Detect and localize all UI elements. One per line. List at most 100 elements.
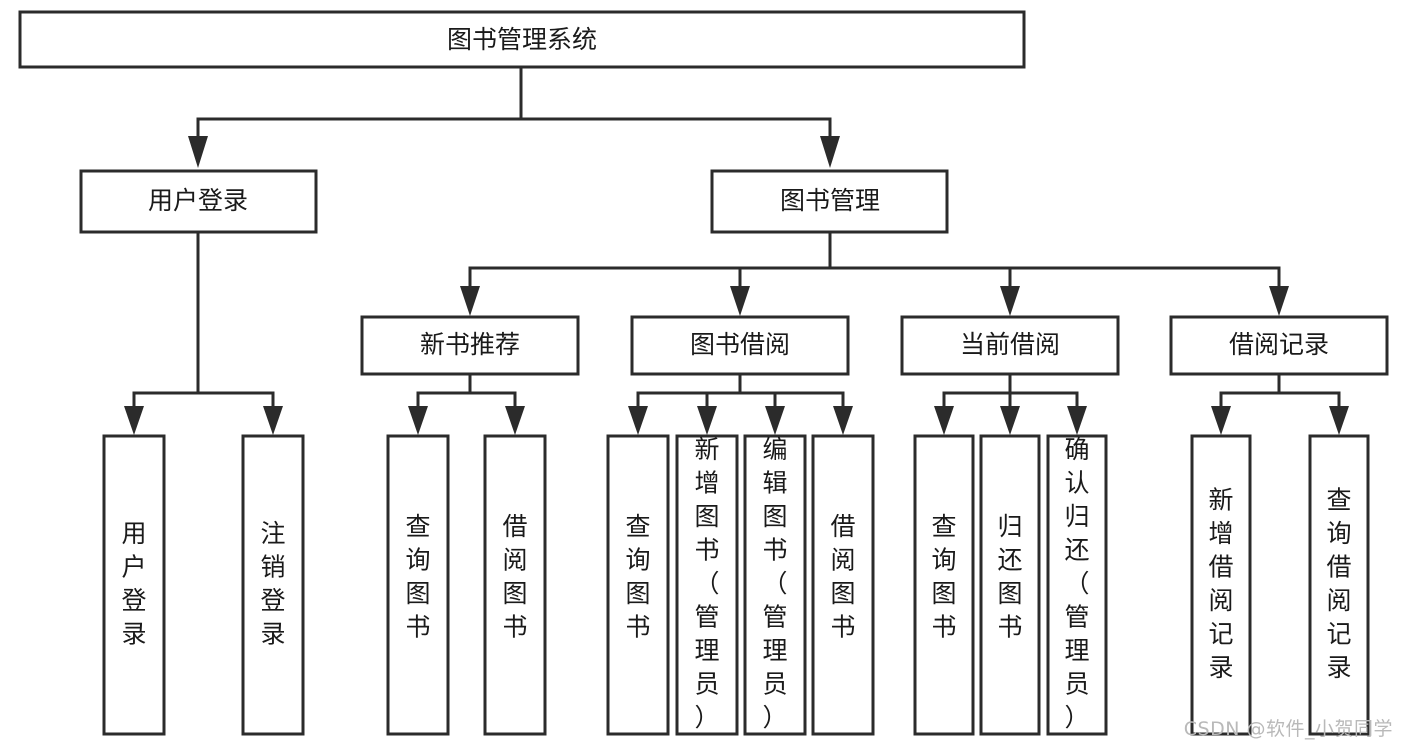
leaf-query-book-2-box[interactable]: [606, 434, 670, 736]
svg-text:查: 查: [625, 512, 650, 541]
current-borrow-label: 当前借阅: [960, 330, 1060, 359]
svg-text:增: 增: [694, 469, 719, 498]
svg-text:户: 户: [121, 552, 146, 581]
leaf-user-login-box[interactable]: [102, 434, 166, 736]
svg-text:注: 注: [260, 519, 285, 548]
arrow-to-leaf-add-record: [1211, 406, 1231, 435]
node-book-manage[interactable]: 图书管理: [710, 169, 949, 234]
leaf-add-book-box[interactable]: [675, 434, 739, 736]
svg-text:新: 新: [694, 435, 719, 464]
svg-text:理: 理: [1064, 636, 1089, 665]
arrow-to-current-borrow: [1000, 286, 1020, 316]
svg-text:归: 归: [1064, 502, 1089, 531]
svg-text:图: 图: [762, 502, 787, 531]
arrow-to-leaf-return-book: [1000, 406, 1020, 435]
svg-text:员: 员: [1064, 670, 1089, 699]
arrow-to-leaf-edit-book: [765, 406, 785, 435]
book-manage-label: 图书管理: [780, 186, 880, 215]
node-user-login[interactable]: 用户登录: [79, 169, 318, 234]
svg-text:借: 借: [502, 512, 527, 541]
user-login-box[interactable]: [79, 169, 318, 234]
svg-text:增: 增: [1208, 519, 1233, 548]
svg-text:编: 编: [762, 435, 787, 464]
svg-text:录: 录: [121, 619, 146, 648]
node-root[interactable]: 图书管理系统: [18, 10, 1026, 69]
leaf-confirm-return-box[interactable]: [1046, 434, 1108, 736]
arrow-to-new-book-recommend: [460, 286, 480, 316]
svg-text:询: 询: [405, 545, 430, 574]
svg-text:询: 询: [1326, 519, 1351, 548]
book-manage-box[interactable]: [710, 169, 949, 234]
svg-text:登: 登: [121, 586, 146, 615]
leaf-user-login-label: 用户登录: [121, 519, 146, 649]
svg-text:销: 销: [260, 552, 285, 581]
node-leaf-user-login[interactable]: 用户登录: [102, 434, 166, 736]
leaf-query-book-1-box[interactable]: [386, 434, 450, 736]
user-login-label: 用户登录: [148, 186, 248, 215]
svg-text:书: 书: [762, 536, 787, 565]
book-borrow-label: 图书借阅: [690, 330, 790, 359]
svg-text:记: 记: [1208, 619, 1233, 648]
arrow-to-leaf-add-book: [697, 406, 717, 435]
svg-text:阅: 阅: [502, 545, 527, 574]
arrow-to-leaf-logout-login: [263, 406, 283, 435]
svg-text:书: 书: [997, 612, 1022, 641]
svg-text:阅: 阅: [1208, 586, 1233, 615]
leaf-query-book-3-box[interactable]: [913, 434, 975, 736]
svg-text:）: ）: [694, 703, 719, 732]
svg-text:管: 管: [694, 603, 719, 632]
leaf-borrow-book-1-box[interactable]: [483, 434, 547, 736]
root-box[interactable]: [18, 10, 1026, 69]
svg-text:认: 认: [1064, 469, 1089, 498]
node-book-borrow[interactable]: 图书借阅: [630, 315, 850, 376]
leaf-add-record-box[interactable]: [1190, 434, 1252, 736]
csdn-watermark: CSDN @软件_小贺同学: [1183, 718, 1393, 740]
new-book-recommend-box[interactable]: [360, 315, 580, 376]
borrow-record-box[interactable]: [1169, 315, 1389, 376]
node-current-borrow[interactable]: 当前借阅: [900, 315, 1120, 376]
leaf-query-record-box[interactable]: [1308, 434, 1370, 736]
new-book-recommend-label: 新书推荐: [420, 330, 520, 359]
svg-text:阅: 阅: [1326, 586, 1351, 615]
node-borrow-record[interactable]: 借阅记录: [1169, 315, 1389, 376]
arrow-to-leaf-query-book-3: [934, 406, 954, 435]
svg-text:阅: 阅: [830, 545, 855, 574]
svg-text:新: 新: [1208, 485, 1233, 514]
svg-text:书: 书: [694, 536, 719, 565]
arrow-to-borrow-record: [1269, 286, 1289, 316]
leaf-edit-book-box[interactable]: [743, 434, 807, 736]
leaf-return-book-box[interactable]: [979, 434, 1041, 736]
current-borrow-box[interactable]: [900, 315, 1120, 376]
root-label: 图书管理系统: [447, 25, 597, 54]
leaf-borrow-book-2-box[interactable]: [811, 434, 875, 736]
svg-text:录: 录: [1208, 653, 1233, 682]
svg-text:还: 还: [1064, 536, 1089, 565]
svg-text:书: 书: [405, 612, 430, 641]
svg-text:管: 管: [1064, 603, 1089, 632]
node-new-book-recommend[interactable]: 新书推荐: [360, 315, 580, 376]
leaf-logout-login-box[interactable]: [241, 434, 305, 736]
book-borrow-box[interactable]: [630, 315, 850, 376]
svg-text:记: 记: [1326, 619, 1351, 648]
svg-text:询: 询: [931, 545, 956, 574]
